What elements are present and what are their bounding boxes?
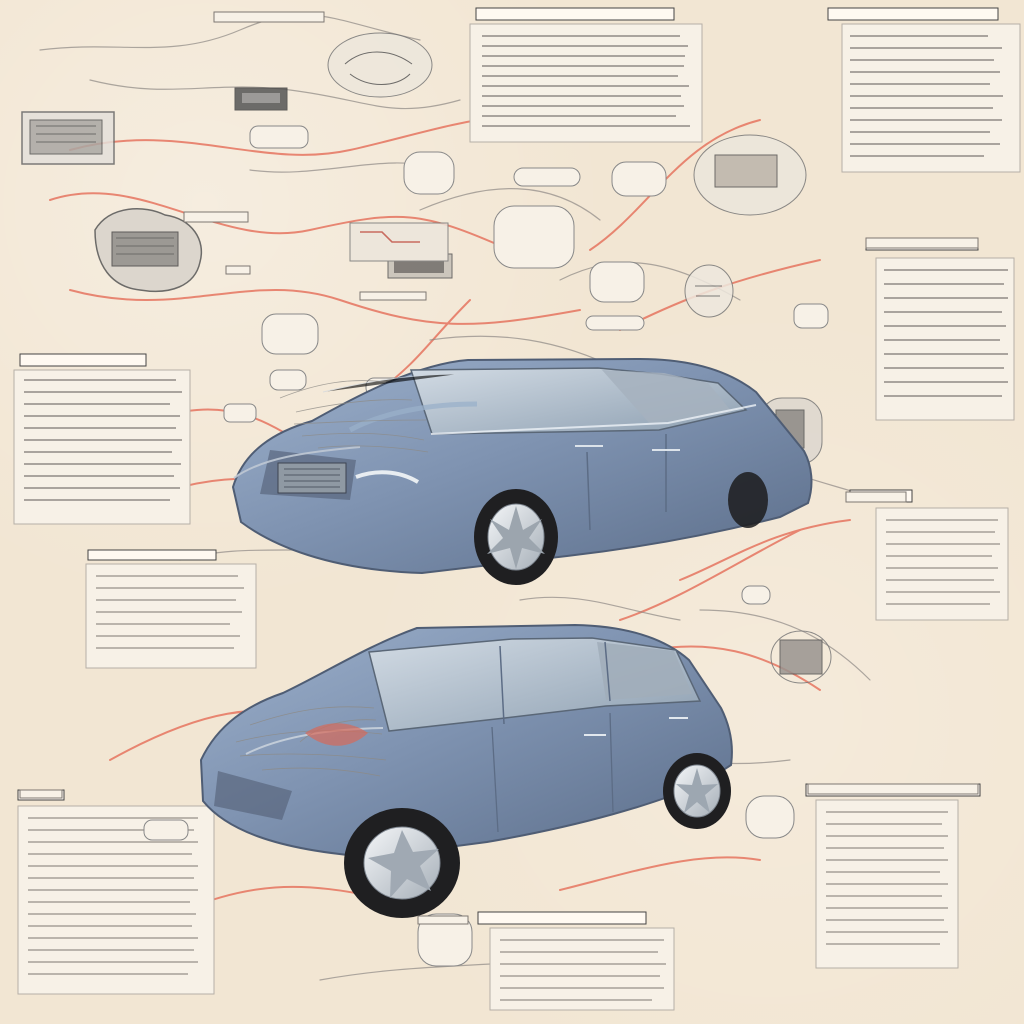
hatchback-front-wheel xyxy=(344,808,460,918)
relay-box-icon xyxy=(234,87,288,111)
abs-module-icon xyxy=(770,630,832,684)
engine-block-icon xyxy=(94,208,203,293)
ecu-module-icon xyxy=(21,111,115,165)
panel-left-lower-small xyxy=(85,549,257,669)
panel-bottom-center xyxy=(477,911,675,1011)
tiny-label-strips xyxy=(19,11,979,925)
panel-top-right xyxy=(827,7,1021,173)
sedan-rear-wheel xyxy=(728,472,768,528)
panel-right-middle xyxy=(865,237,1015,421)
battery-node-icon xyxy=(684,264,734,318)
sensor-cluster-icon xyxy=(327,32,433,98)
panel-bottom-left xyxy=(17,789,215,995)
hatchback-car-illustration xyxy=(199,623,733,918)
panel-right-lower xyxy=(849,489,1009,621)
engine-highlight xyxy=(305,723,368,746)
text-panels xyxy=(13,7,1021,1011)
injector-cluster-icon xyxy=(349,222,449,262)
hatchback-rear-wheel xyxy=(663,753,731,829)
panel-top-center xyxy=(469,7,703,143)
panel-left-middle xyxy=(13,353,191,525)
headlamp-module-icon xyxy=(693,134,807,216)
sedan-front-wheel xyxy=(474,489,558,585)
panel-bottom-right xyxy=(805,783,981,969)
sedan-car-illustration xyxy=(231,357,813,585)
